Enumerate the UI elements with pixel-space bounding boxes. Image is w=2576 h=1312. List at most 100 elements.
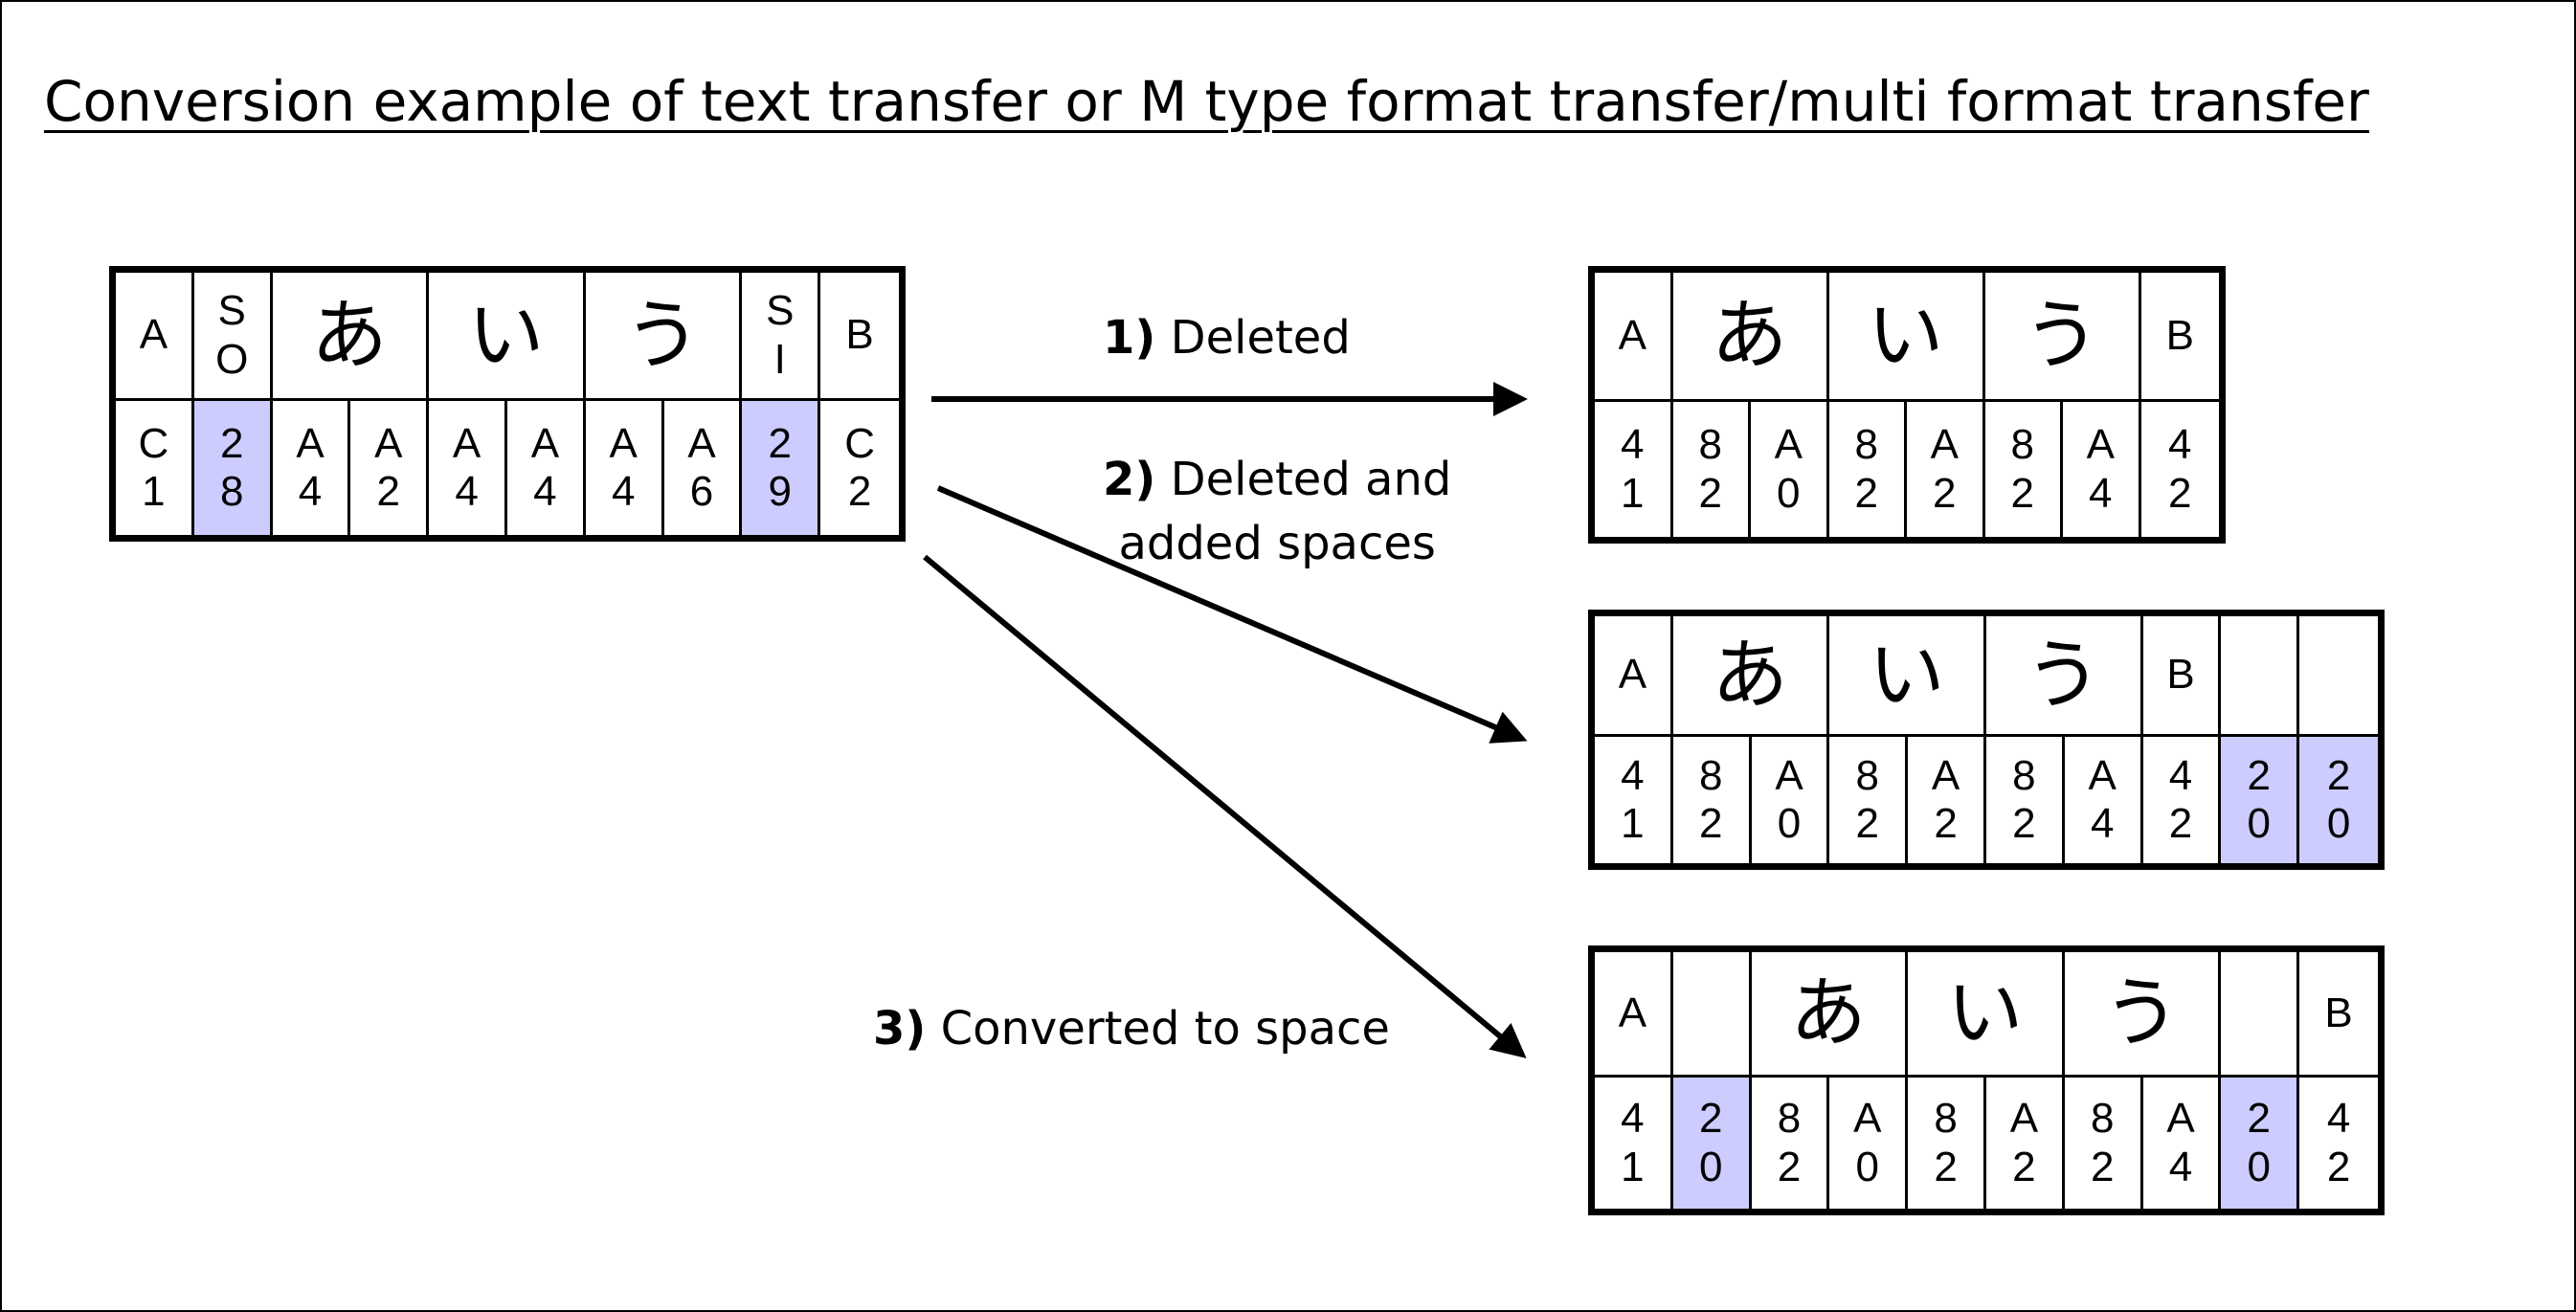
label-number: 2) xyxy=(1103,453,1156,506)
char-cell: あ xyxy=(1672,273,1829,403)
hex-digit: 4 xyxy=(2168,1143,2193,1190)
char-cell: B xyxy=(2142,616,2222,738)
label-text: Converted to space xyxy=(940,1002,1390,1056)
char-cell: B xyxy=(2299,952,2378,1079)
hex-digit: 2 xyxy=(2010,469,2034,517)
char-cell: A xyxy=(1595,616,1673,738)
cell-glyph: S xyxy=(766,287,795,335)
hex-digit: 0 xyxy=(1855,1143,1880,1190)
hex-digit: 8 xyxy=(1934,1095,1958,1143)
hex-digit: 4 xyxy=(2090,800,2115,848)
empty-char-cell xyxy=(2221,616,2300,738)
hex-digit: 2 xyxy=(2247,751,2272,799)
hex-digit: 4 xyxy=(298,468,323,516)
char-cell: い xyxy=(1829,616,1986,738)
hex-digit: 2 xyxy=(2247,1095,2272,1143)
hex-digit: C xyxy=(138,419,169,467)
cell-glyph: A xyxy=(1618,651,1647,699)
hex-digit: A xyxy=(609,419,638,467)
diagram-title: Conversion example of text transfer or M… xyxy=(44,69,2369,134)
hex-digit: 2 xyxy=(2168,469,2192,517)
empty-char-cell xyxy=(1672,952,1752,1079)
hex-digit: A xyxy=(452,419,482,467)
label-conversion-3: 3) Converted to space xyxy=(873,997,1390,1061)
cell-glyph: O xyxy=(215,335,249,383)
hex-digit: A xyxy=(1853,1095,1882,1143)
char-cell: A xyxy=(1595,952,1673,1079)
hex-digit: 6 xyxy=(689,468,714,516)
hex-digit: A xyxy=(296,419,325,467)
hex-digit: 9 xyxy=(768,468,793,516)
char-cell: い xyxy=(1828,273,1985,403)
hex-digit: A xyxy=(1931,751,1960,799)
hex-digit: 2 xyxy=(376,468,401,516)
hex-digit: 0 xyxy=(1777,800,1802,848)
hex-digit: 8 xyxy=(1777,1095,1802,1143)
hex-digit: 1 xyxy=(1621,800,1645,848)
hex-digit: A xyxy=(1930,421,1959,469)
hex-digit: 4 xyxy=(455,468,479,516)
char-cell: あ xyxy=(1751,952,1909,1079)
cell-glyph: S xyxy=(217,287,246,335)
hex-digit: 0 xyxy=(1698,1143,1723,1190)
hex-digit: 4 xyxy=(2326,1095,2351,1143)
hex-digit: 1 xyxy=(1621,469,1645,517)
hex-digit: 2 xyxy=(847,468,872,516)
hex-digit: 0 xyxy=(2247,800,2272,848)
char-cell: う xyxy=(585,273,743,402)
hex-digit: 4 xyxy=(2089,469,2113,517)
char-cell: B xyxy=(2140,273,2219,403)
char-cell: う xyxy=(1984,273,2141,403)
hex-digit: A xyxy=(1774,421,1803,469)
hex-digit: 2 xyxy=(2326,1143,2351,1190)
label-text: added spaces xyxy=(1118,517,1436,571)
hex-digit: 2 xyxy=(2012,1143,2036,1190)
hex-digit: 8 xyxy=(1698,751,1723,799)
char-cell: B xyxy=(820,273,899,402)
hex-digit: A xyxy=(687,419,716,467)
cell-glyph: B xyxy=(2166,651,2195,699)
hex-digit: 2 xyxy=(1698,1095,1723,1143)
hex-digit: A xyxy=(2166,1095,2195,1143)
char-cell: あ xyxy=(272,273,430,402)
hex-digit: 0 xyxy=(2326,800,2351,848)
hex-digit: 2 xyxy=(1854,469,1878,517)
hex-digit: 2 xyxy=(1777,1143,1802,1190)
cell-glyph: B xyxy=(2165,311,2194,359)
hex-digit: 1 xyxy=(1621,1143,1645,1190)
cell-glyph: I xyxy=(773,335,786,383)
empty-char-cell xyxy=(2299,616,2378,738)
hex-digit: A xyxy=(2086,421,2115,469)
hex-digit: A xyxy=(374,419,403,467)
hex-digit: 4 xyxy=(2168,421,2192,469)
